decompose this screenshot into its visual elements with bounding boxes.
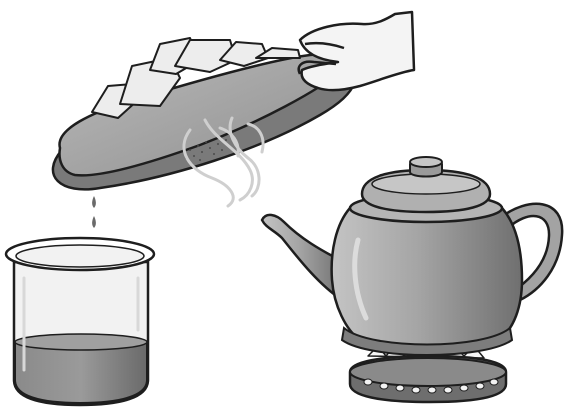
- beaker-icon: [6, 238, 154, 405]
- hand-icon: [299, 12, 414, 90]
- kettle-icon: [262, 157, 562, 355]
